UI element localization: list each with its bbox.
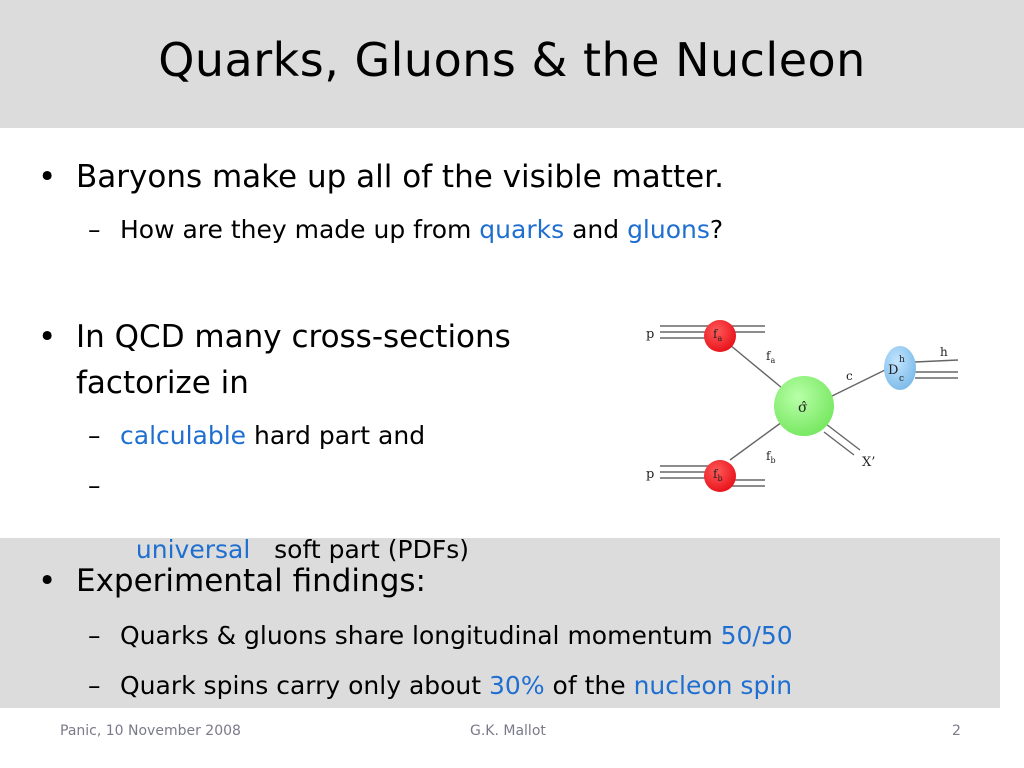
label-p-top: p <box>646 327 654 342</box>
highlight-gluons: gluons <box>627 215 710 244</box>
highlight-universal: universal <box>135 535 251 564</box>
pdf-blob-fa <box>704 320 736 352</box>
title-bar <box>0 0 1024 128</box>
bullet-experimental-findings: • Experimental findings: <box>38 562 426 600</box>
label-fb-line: fb <box>766 449 776 465</box>
factorization-diagram: p p fa fb fa fb σ̂ c D h c h X’ <box>646 320 959 492</box>
label-D-sub: c <box>899 374 904 384</box>
sub-text: ? <box>709 215 724 244</box>
label-h: h <box>940 345 948 359</box>
sub-text: Quark spins carry only about <box>120 671 490 700</box>
sub-bullet-dash: – <box>88 471 101 500</box>
sub-text: soft part (PDFs) <box>250 535 470 564</box>
slide-title: Quarks, Gluons & the Nucleon <box>158 33 866 87</box>
bullet-text-line-2: factorize in <box>76 365 249 401</box>
proton-lines-top <box>660 325 765 339</box>
label-D: D <box>888 363 898 378</box>
sub-text: How are they made up from <box>120 215 480 244</box>
bullet-dot: • <box>38 319 57 355</box>
sub-bullet-spin: – Quark spins carry only about 30% of th… <box>88 670 793 702</box>
parton-line-b <box>729 421 783 461</box>
highlight-quarks: quarks <box>479 215 565 244</box>
highlight-30-percent: 30% <box>489 671 545 700</box>
bullet-text: Experimental findings: <box>76 563 426 599</box>
label-D-sup: h <box>899 355 905 365</box>
sub-text: and <box>564 215 628 244</box>
pdf-blob-fb <box>704 460 736 492</box>
bullet-qcd-factorize: • In QCD many cross-sections factorize i… <box>38 318 511 402</box>
footer-author: G.K. Mallot <box>470 723 546 739</box>
label-fa-line: fa <box>766 349 775 365</box>
label-c: c <box>846 369 853 383</box>
findings-highlight-box <box>0 538 1000 708</box>
hadron-line-h <box>914 359 959 363</box>
sub-bullet-universal: – universal soft part (PDFs) <box>88 470 470 566</box>
label-X: X’ <box>862 455 875 470</box>
sub-bullet-dash: – <box>88 621 101 650</box>
bullet-baryons: • Baryons make up all of the visible mat… <box>38 158 724 196</box>
highlight-nucleon-spin: nucleon spin <box>633 671 793 700</box>
sub-text: Quarks & gluons share longitudinal momen… <box>120 621 721 650</box>
sub-bullet-dash: – <box>88 215 101 244</box>
sub-bullet-calculable: – calculable hard part and <box>88 420 426 452</box>
footer-page-number: 2 <box>952 723 961 739</box>
highlight-50-50: 50/50 <box>720 621 793 650</box>
parton-line-a <box>729 344 783 389</box>
proton-lines-bottom <box>660 465 765 487</box>
sub-bullet-momentum: – Quarks & gluons share longitudinal mom… <box>88 620 793 652</box>
remnant-line-x <box>825 423 861 451</box>
fragmentation-blob <box>884 346 916 390</box>
hard-scattering-blob <box>774 376 834 436</box>
label-fb-blob: fb <box>713 467 723 483</box>
footer-date: Panic, 10 November 2008 <box>60 723 241 739</box>
parton-line-c <box>827 369 886 399</box>
sub-bullet-dash: – <box>88 671 101 700</box>
highlight-calculable: calculable <box>120 421 247 450</box>
sub-text: of the <box>544 671 634 700</box>
sub-text: hard part and <box>246 421 426 450</box>
bullet-dot: • <box>38 159 57 195</box>
label-fa-blob: fa <box>713 327 722 343</box>
bullet-dot: • <box>38 563 57 599</box>
sub-bullet-dash: – <box>88 421 101 450</box>
label-p-bottom: p <box>646 467 654 482</box>
bullet-text-line-1: In QCD many cross-sections <box>76 319 511 355</box>
bullet-text: Baryons make up all of the visible matte… <box>76 159 724 195</box>
sub-bullet-quarks-gluons: – How are they made up from quarks and g… <box>88 214 724 246</box>
label-sigma-hat: σ̂ <box>798 400 808 416</box>
